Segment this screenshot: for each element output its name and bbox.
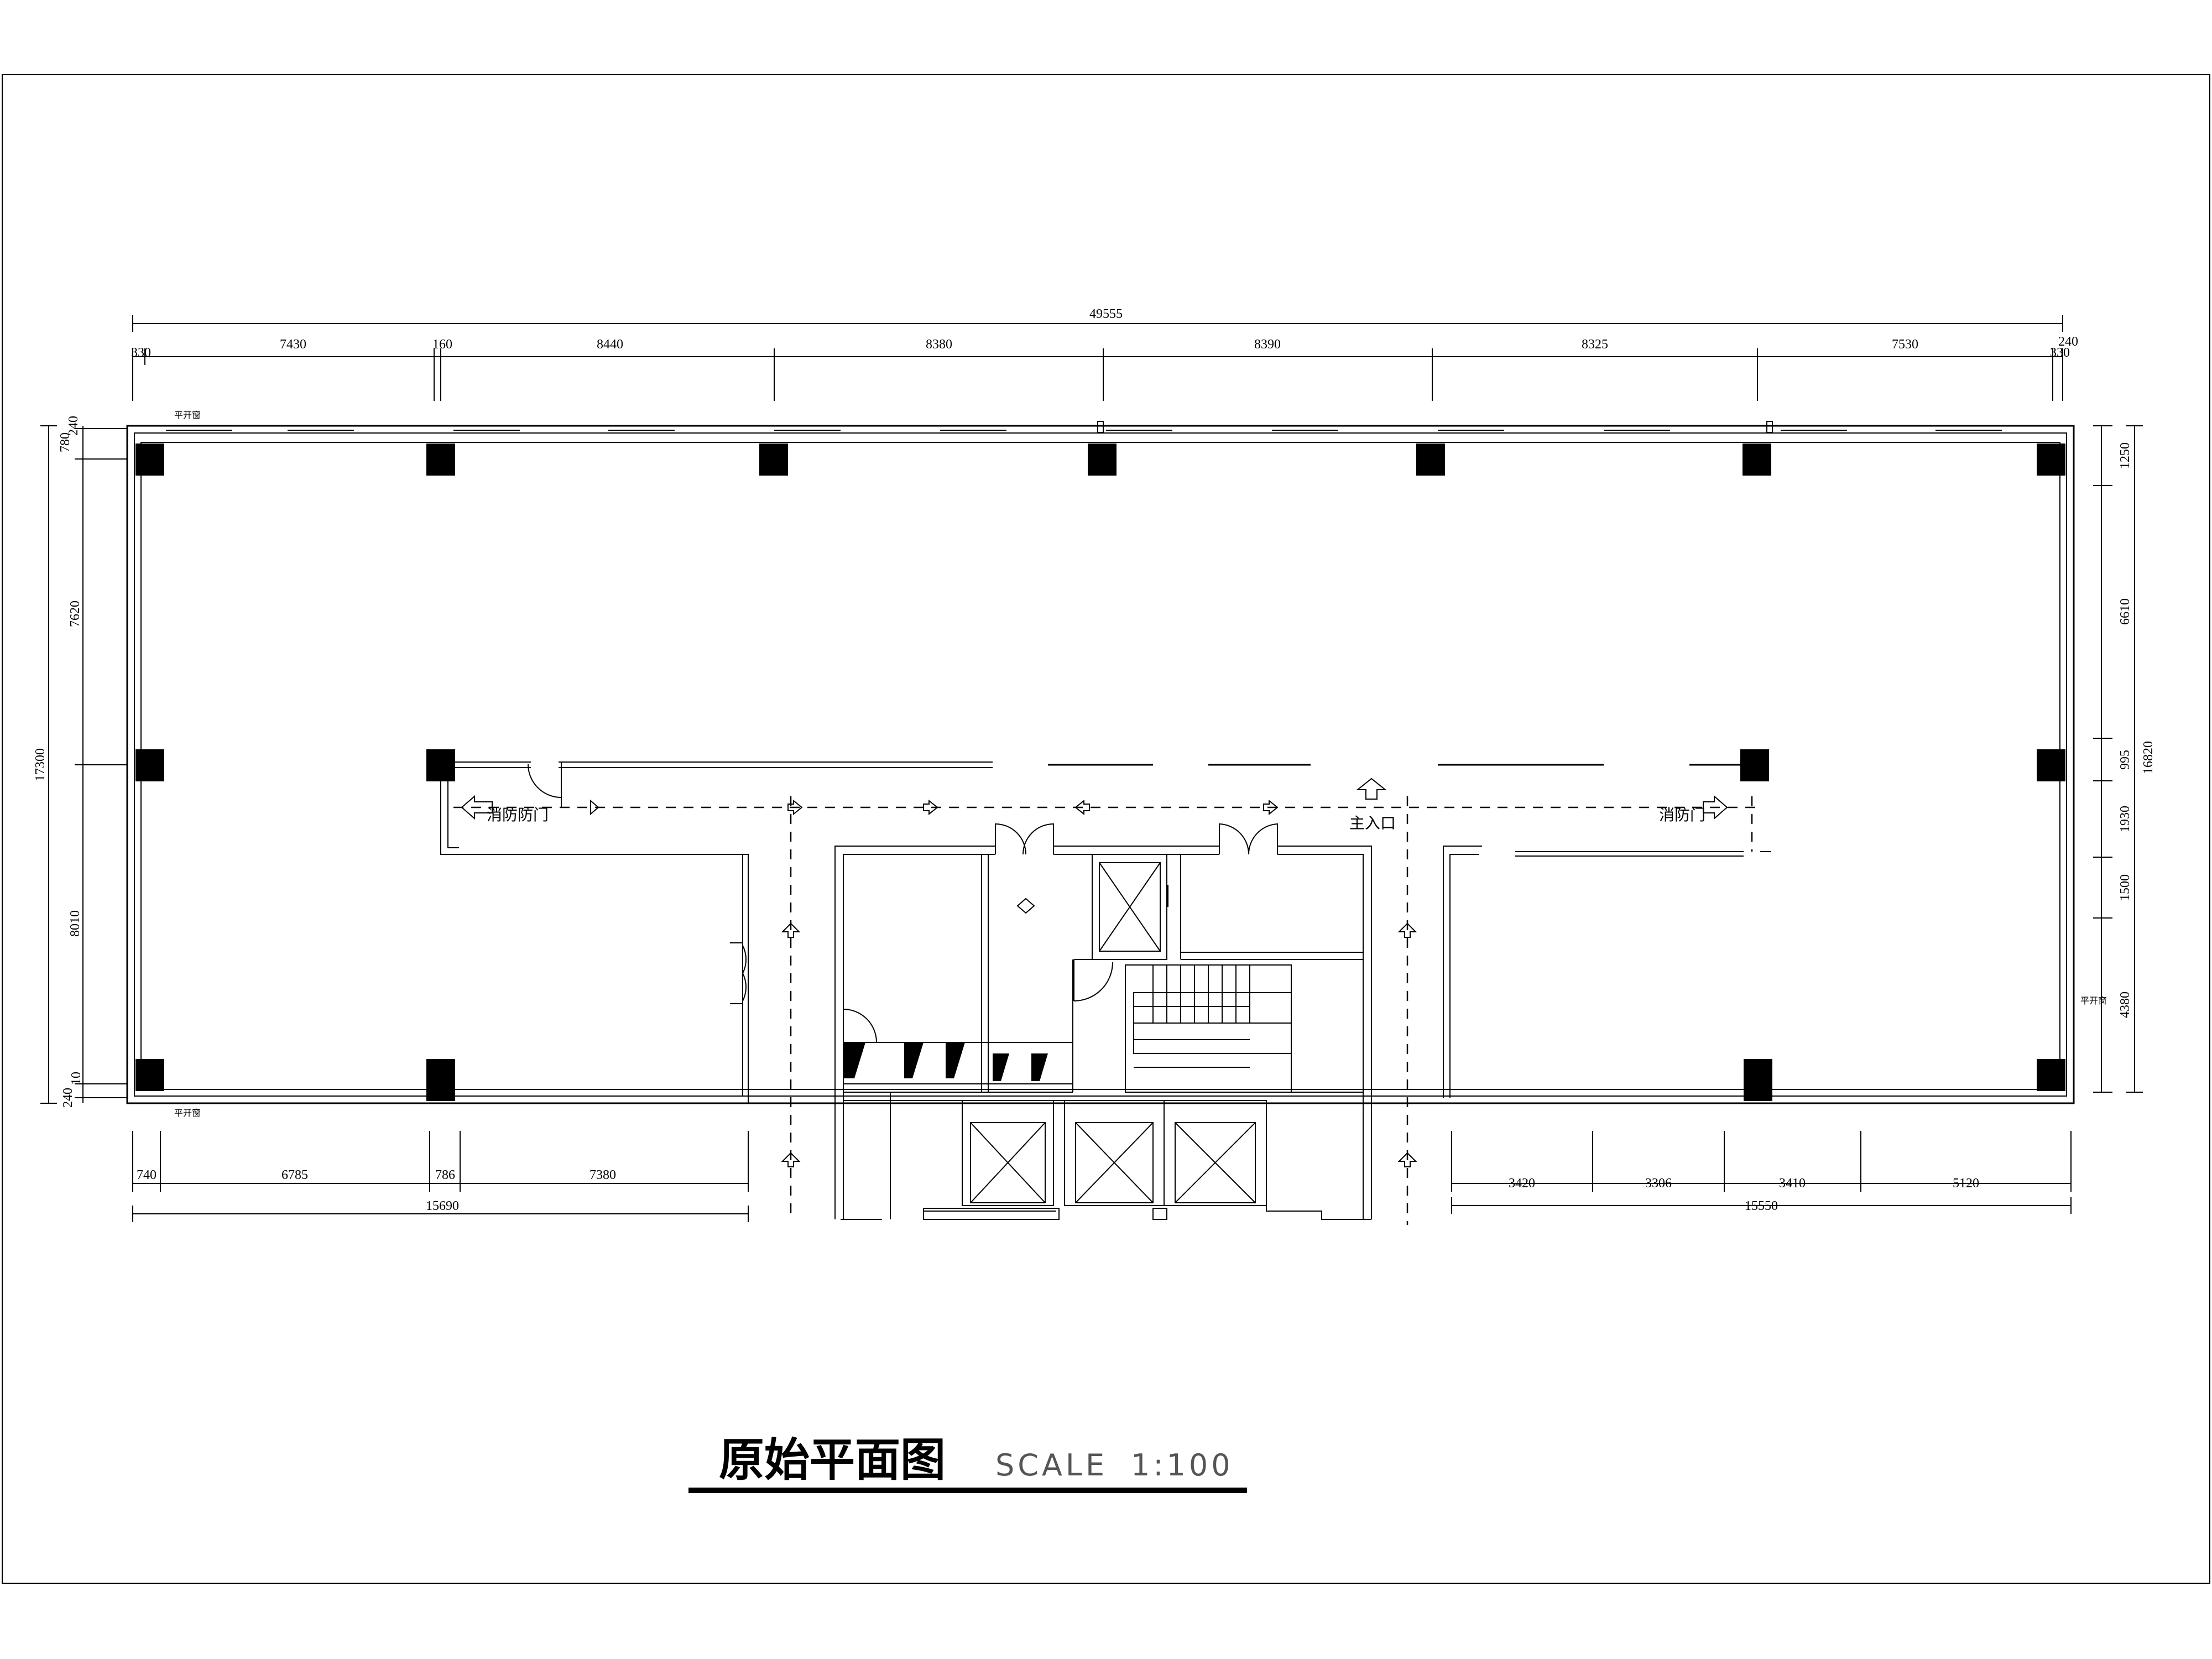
svg-text:5120: 5120: [1953, 1176, 1979, 1191]
svg-text:8390: 8390: [1254, 337, 1281, 352]
svg-text:4380: 4380: [2118, 992, 2132, 1018]
svg-text:1500: 1500: [2118, 874, 2132, 901]
svg-text:330: 330: [131, 346, 151, 360]
svg-text:8440: 8440: [597, 337, 623, 352]
fire-door-label-left: 消防防门: [487, 806, 549, 824]
svg-text:7430: 7430: [280, 337, 306, 352]
drawing-title: 原始平面图: [719, 1434, 946, 1486]
svg-text:15550: 15550: [1745, 1199, 1778, 1213]
title-block: 原始平面图 SCALE 1:100: [688, 1434, 1247, 1493]
dimension-lines: [40, 315, 2143, 1222]
window-label-top: 平开窗: [174, 410, 201, 420]
toilet-partitions[interactable]: [843, 1042, 1048, 1081]
svg-text:3306: 3306: [1645, 1176, 1672, 1191]
top-window-marks: [166, 421, 2002, 433]
svg-text:995: 995: [2118, 750, 2132, 770]
left-wing-walls: [440, 781, 749, 1103]
structural-columns: [135, 444, 2065, 1101]
svg-text:786: 786: [435, 1168, 455, 1182]
main-entrance-label: 主入口: [1349, 814, 1396, 832]
fire-door-label-right: 消防门: [1659, 806, 1705, 824]
svg-text:6785: 6785: [281, 1168, 308, 1182]
svg-text:6610: 6610: [2118, 598, 2132, 625]
svg-text:160: 160: [432, 337, 452, 352]
svg-text:7380: 7380: [589, 1168, 616, 1182]
corridor-partition: [455, 761, 1740, 807]
direction-arrows: [461, 778, 1728, 1167]
svg-text:8325: 8325: [1582, 337, 1608, 352]
svg-text:3410: 3410: [1779, 1176, 1806, 1191]
svg-text:17300: 17300: [33, 748, 48, 781]
svg-text:780: 780: [58, 432, 72, 452]
evacuation-route: [453, 796, 1759, 1225]
svg-text:1930: 1930: [2118, 806, 2132, 832]
window-label-right: 平开窗: [2080, 996, 2107, 1006]
svg-text:8010: 8010: [68, 910, 82, 937]
svg-text:240: 240: [66, 416, 81, 436]
svg-text:16820: 16820: [2141, 741, 2156, 774]
svg-text:8380: 8380: [926, 337, 952, 352]
svg-text:1250: 1250: [2118, 442, 2132, 469]
svg-text:240: 240: [2058, 335, 2078, 349]
svg-text:49555: 49555: [1089, 307, 1123, 321]
svg-text:10: 10: [69, 1072, 84, 1085]
scale-label: SCALE: [995, 1448, 1108, 1483]
svg-text:15690: 15690: [426, 1199, 459, 1213]
svg-text:330: 330: [2050, 346, 2070, 360]
svg-text:240: 240: [61, 1088, 75, 1108]
sheet-border: [2, 74, 2210, 1584]
svg-text:740: 740: [137, 1168, 156, 1182]
service-core: [834, 823, 1372, 1220]
svg-text:7620: 7620: [68, 601, 82, 627]
scale-value: 1:100: [1131, 1448, 1234, 1483]
right-wing-walls: [1443, 846, 1771, 1098]
svg-text:3420: 3420: [1509, 1176, 1535, 1191]
window-label-bottom: 平开窗: [174, 1108, 201, 1118]
svg-text:7530: 7530: [1892, 337, 1918, 352]
dimension-texts: 49555 330 7430 160 8440 8380 8390 8325 7…: [33, 307, 2156, 1213]
